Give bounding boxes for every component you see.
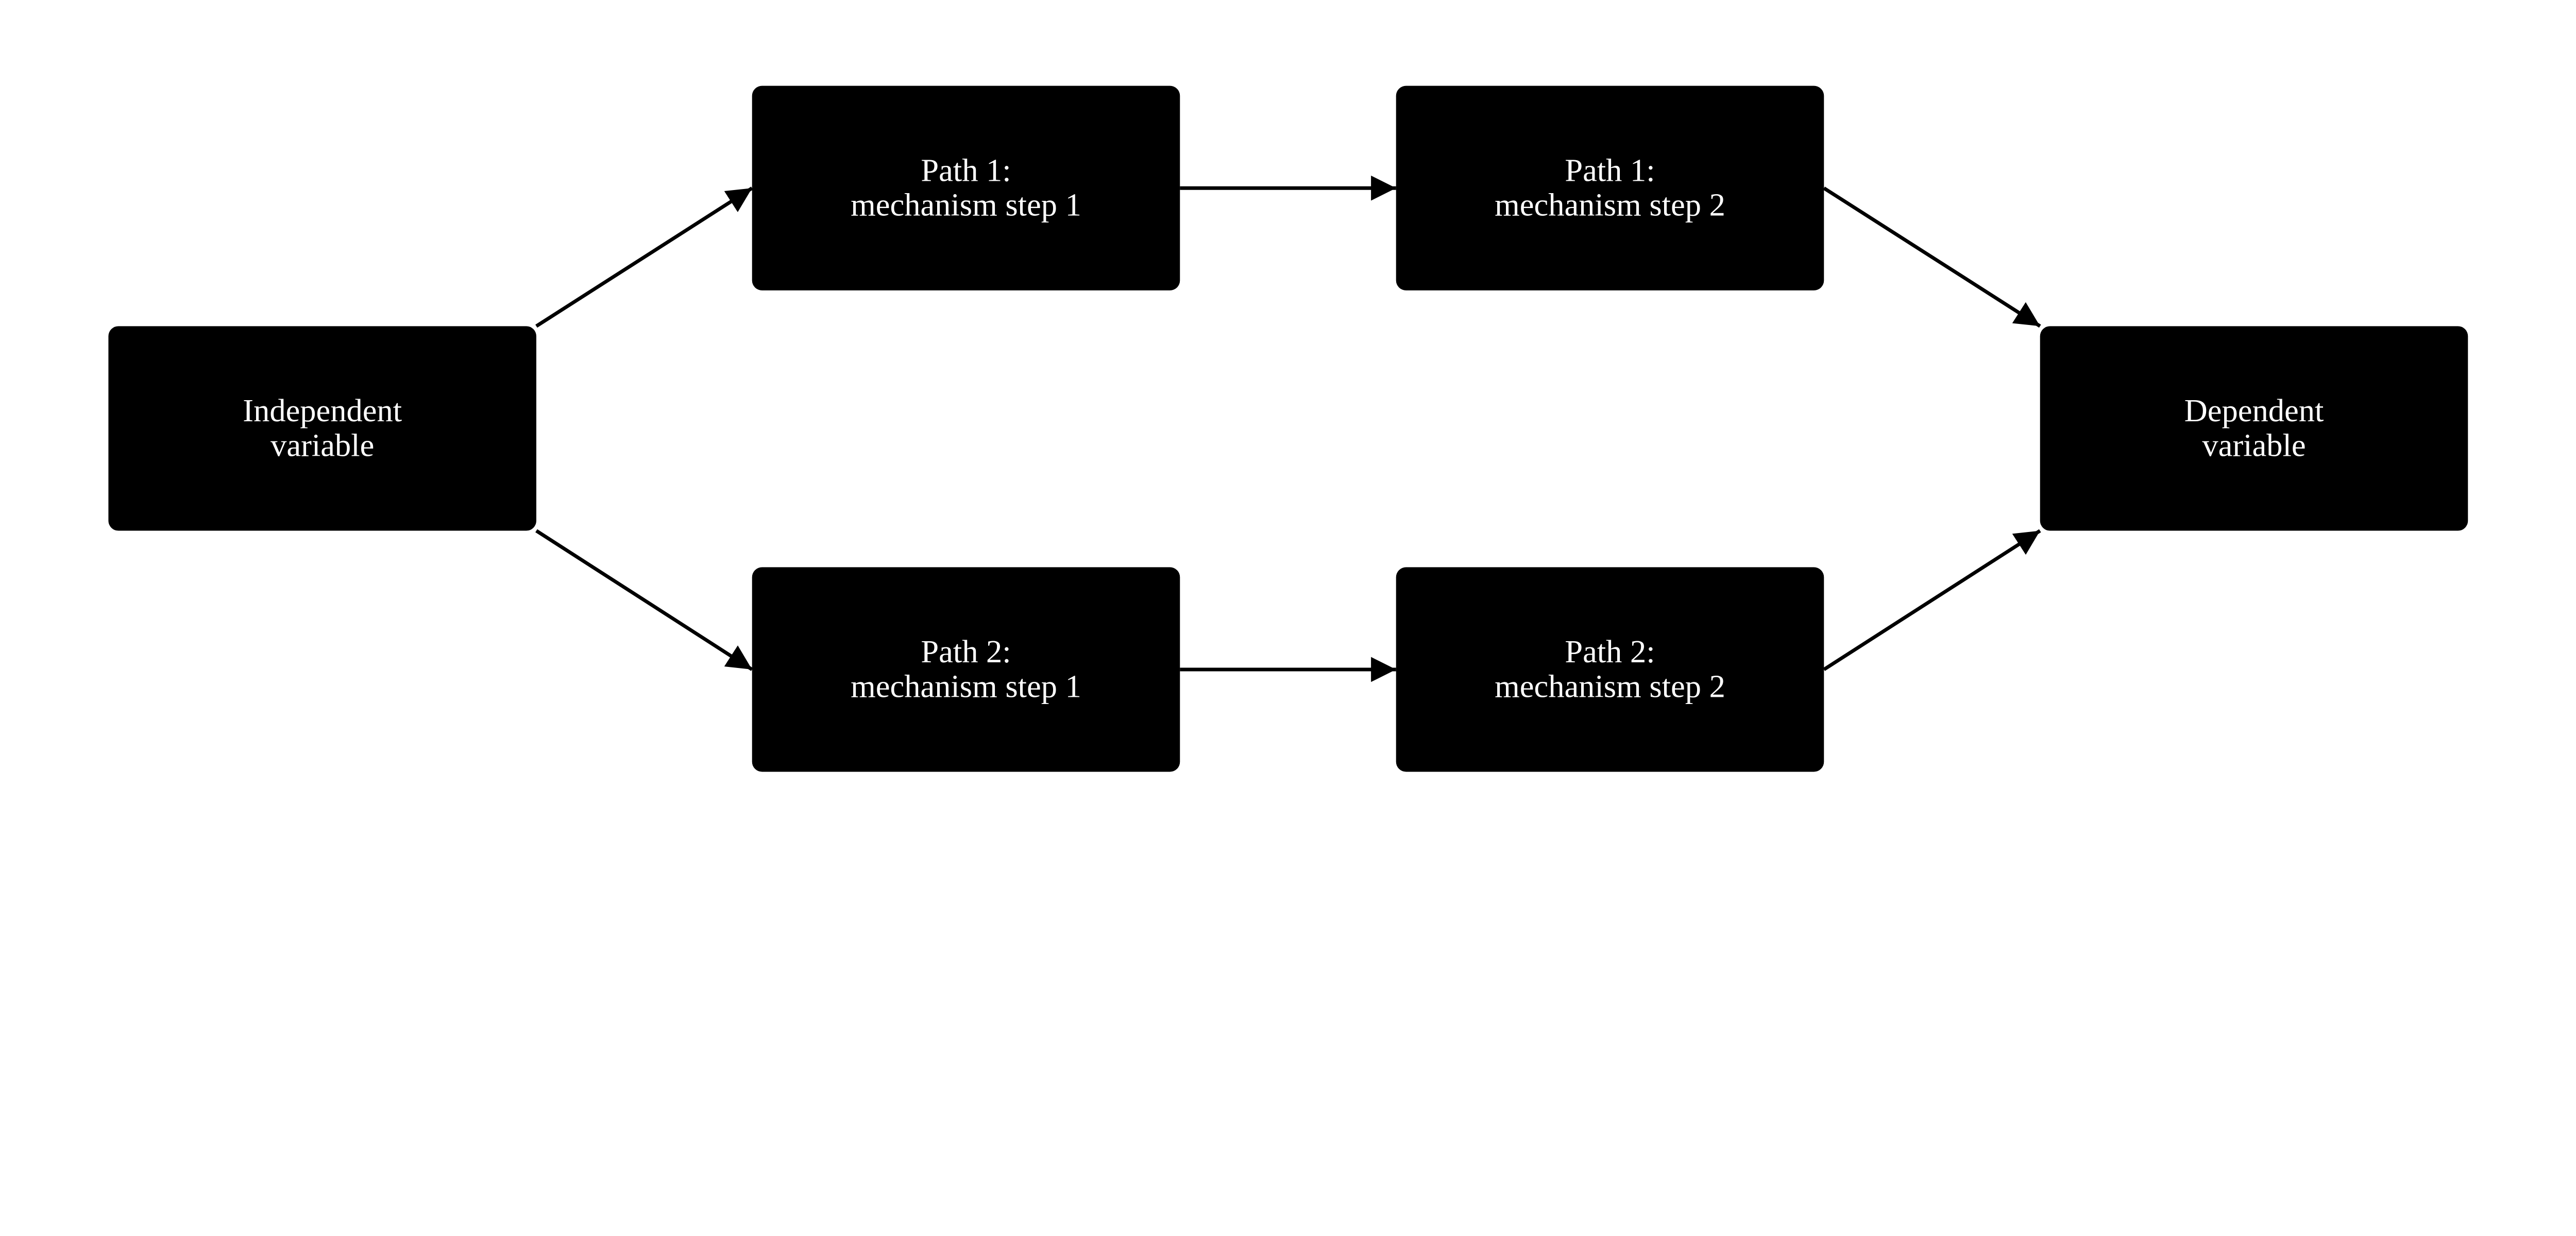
node-label: Path 1:mechanism step 1 (851, 152, 1081, 222)
node-label-line: mechanism step 2 (1495, 187, 1725, 223)
node-label: Path 2:mechanism step 1 (851, 633, 1081, 704)
arrow-iv-to-p2s1 (535, 529, 753, 671)
node-box (752, 567, 1180, 772)
node-label-line: mechanism step 2 (1495, 668, 1725, 704)
node-p2s1: Path 2:mechanism step 1 (752, 567, 1180, 772)
node-p1s1: Path 1:mechanism step 1 (752, 85, 1180, 290)
arrow-iv-to-p1s1 (535, 186, 753, 328)
arrow-p1s2-to-dv (1823, 186, 2041, 328)
node-label: Path 1:mechanism step 2 (1495, 152, 1725, 222)
node-box (752, 85, 1180, 290)
node-box (108, 326, 536, 531)
node-label-line: Path 2: (1565, 633, 1655, 670)
edges (535, 175, 2041, 682)
node-label: Path 2:mechanism step 2 (1495, 633, 1725, 704)
node-label-line: Path 1: (921, 152, 1011, 188)
node-label-line: Dependent (2184, 392, 2324, 428)
node-box (2040, 326, 2468, 531)
node-box (1396, 567, 1824, 772)
node-label-line: mechanism step 1 (851, 668, 1081, 704)
node-label-line: Path 2: (921, 633, 1011, 670)
arrow-p2s2-to-dv (1823, 529, 2041, 671)
node-box (1396, 85, 1824, 290)
node-label-line: Path 1: (1565, 152, 1655, 188)
node-p2s2: Path 2:mechanism step 2 (1396, 567, 1824, 772)
node-label-line: variable (270, 427, 374, 463)
node-p1s2: Path 1:mechanism step 2 (1396, 85, 1824, 290)
node-label-line: mechanism step 1 (851, 187, 1081, 223)
node-label-line: variable (2202, 427, 2306, 463)
node-label-line: Independent (243, 392, 402, 428)
